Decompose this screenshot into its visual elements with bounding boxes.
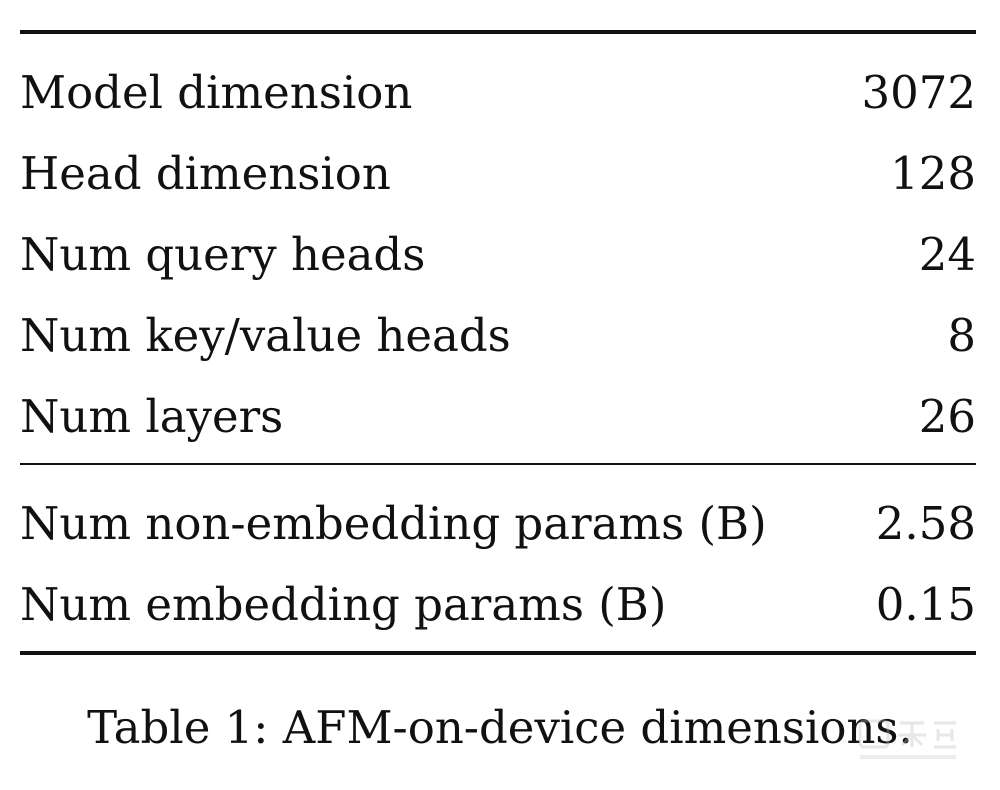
row-value: 24 xyxy=(918,228,976,281)
row-label: Num non-embedding params (B) xyxy=(20,497,767,550)
table-group-architecture: Model dimension 3072 Head dimension 128 … xyxy=(20,34,976,463)
table-row: Num layers 26 xyxy=(20,376,976,463)
row-label: Num query heads xyxy=(20,228,426,281)
row-value: 8 xyxy=(947,309,976,362)
watermark-logo xyxy=(858,719,956,759)
table-row: Num query heads 24 xyxy=(20,214,976,295)
table-bottom-rule xyxy=(20,651,976,655)
row-value: 128 xyxy=(890,147,976,200)
row-label: Num key/value heads xyxy=(20,309,511,362)
table-top-rule xyxy=(20,30,976,34)
table-row: Num embedding params (B) 0.15 xyxy=(20,564,976,651)
table-caption: Table 1: AFM-on-device dimensions. xyxy=(87,701,913,754)
table-row: Head dimension 128 xyxy=(20,133,976,214)
row-value: 2.58 xyxy=(875,497,976,550)
row-label: Model dimension xyxy=(20,66,413,119)
row-value: 3072 xyxy=(861,66,976,119)
table-mid-rule xyxy=(20,463,976,465)
row-label: Num layers xyxy=(20,390,284,443)
table-row: Num non-embedding params (B) 2.58 xyxy=(20,483,976,564)
row-value: 0.15 xyxy=(875,578,976,631)
table-group-params: Num non-embedding params (B) 2.58 Num em… xyxy=(20,465,976,651)
table-row: Num key/value heads 8 xyxy=(20,295,976,376)
row-label: Num embedding params (B) xyxy=(20,578,667,631)
table-row: Model dimension 3072 xyxy=(20,52,976,133)
row-label: Head dimension xyxy=(20,147,391,200)
row-value: 26 xyxy=(918,390,976,443)
dimensions-table: Model dimension 3072 Head dimension 128 … xyxy=(20,30,976,655)
